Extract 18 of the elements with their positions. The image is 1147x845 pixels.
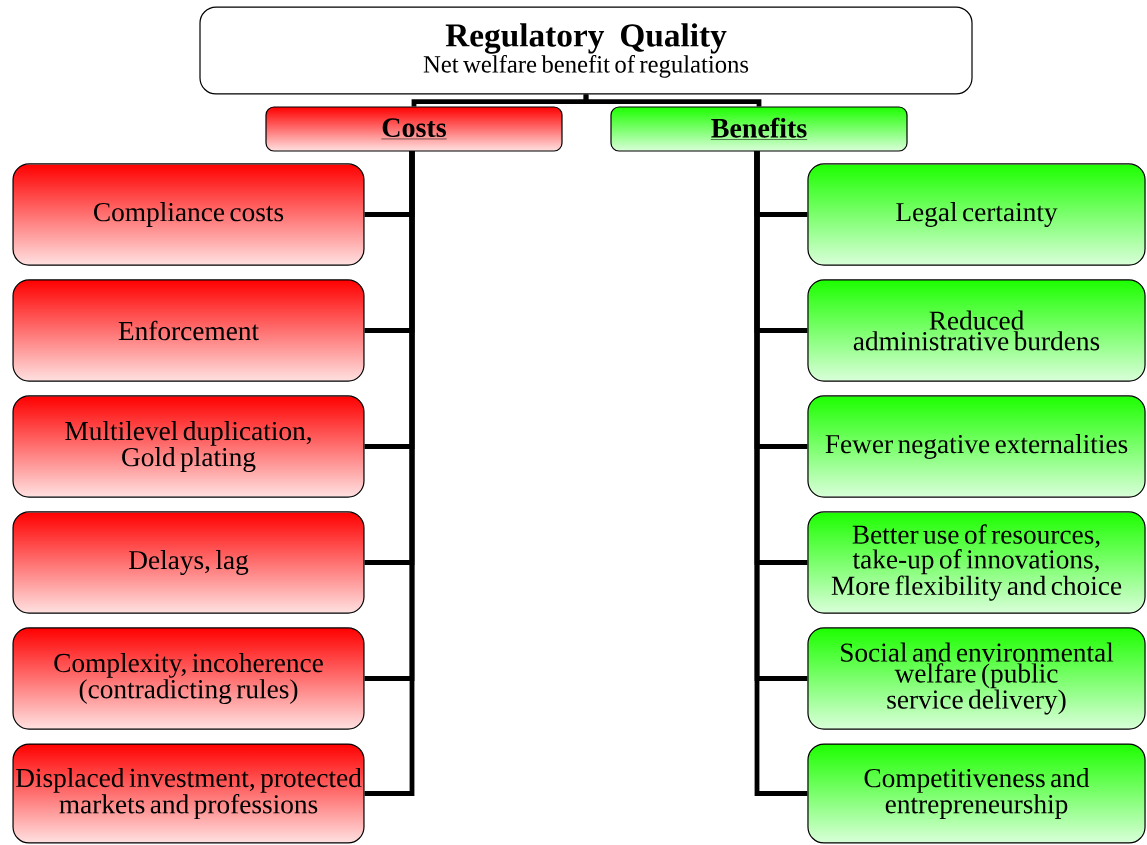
benefit-box: Social and environmental welfare (public service delivery) xyxy=(807,627,1146,730)
benefit-box: Reduced administrative burdens xyxy=(807,279,1146,382)
cost-box: Compliance costs xyxy=(12,163,365,266)
benefit-box: Better use of resources, take-up of innovations, More flexibility and choice xyxy=(807,511,1146,614)
cost-box: Multilevel duplication, Gold plating xyxy=(12,395,365,498)
benefit-box: Competitiveness and entrepreneurship xyxy=(807,743,1146,844)
connector-line xyxy=(583,94,762,107)
cost-box: Displaced investment, protected markets and professions xyxy=(12,743,365,844)
connector-line xyxy=(364,151,415,796)
connector-line xyxy=(754,151,808,796)
benefit-box: Fewer negative externalities xyxy=(807,395,1146,498)
title-box: Regulatory Quality Net welfare benefit of regulations xyxy=(199,6,973,95)
heading-box: Benefits xyxy=(610,106,908,152)
cost-box: Delays, lag xyxy=(12,511,365,614)
cost-box: Complexity, incoherence (contradicting rules) xyxy=(12,627,365,730)
benefit-box: Legal certainty xyxy=(807,163,1146,266)
cost-box: Enforcement xyxy=(12,279,365,382)
heading-box: Costs xyxy=(265,106,563,152)
